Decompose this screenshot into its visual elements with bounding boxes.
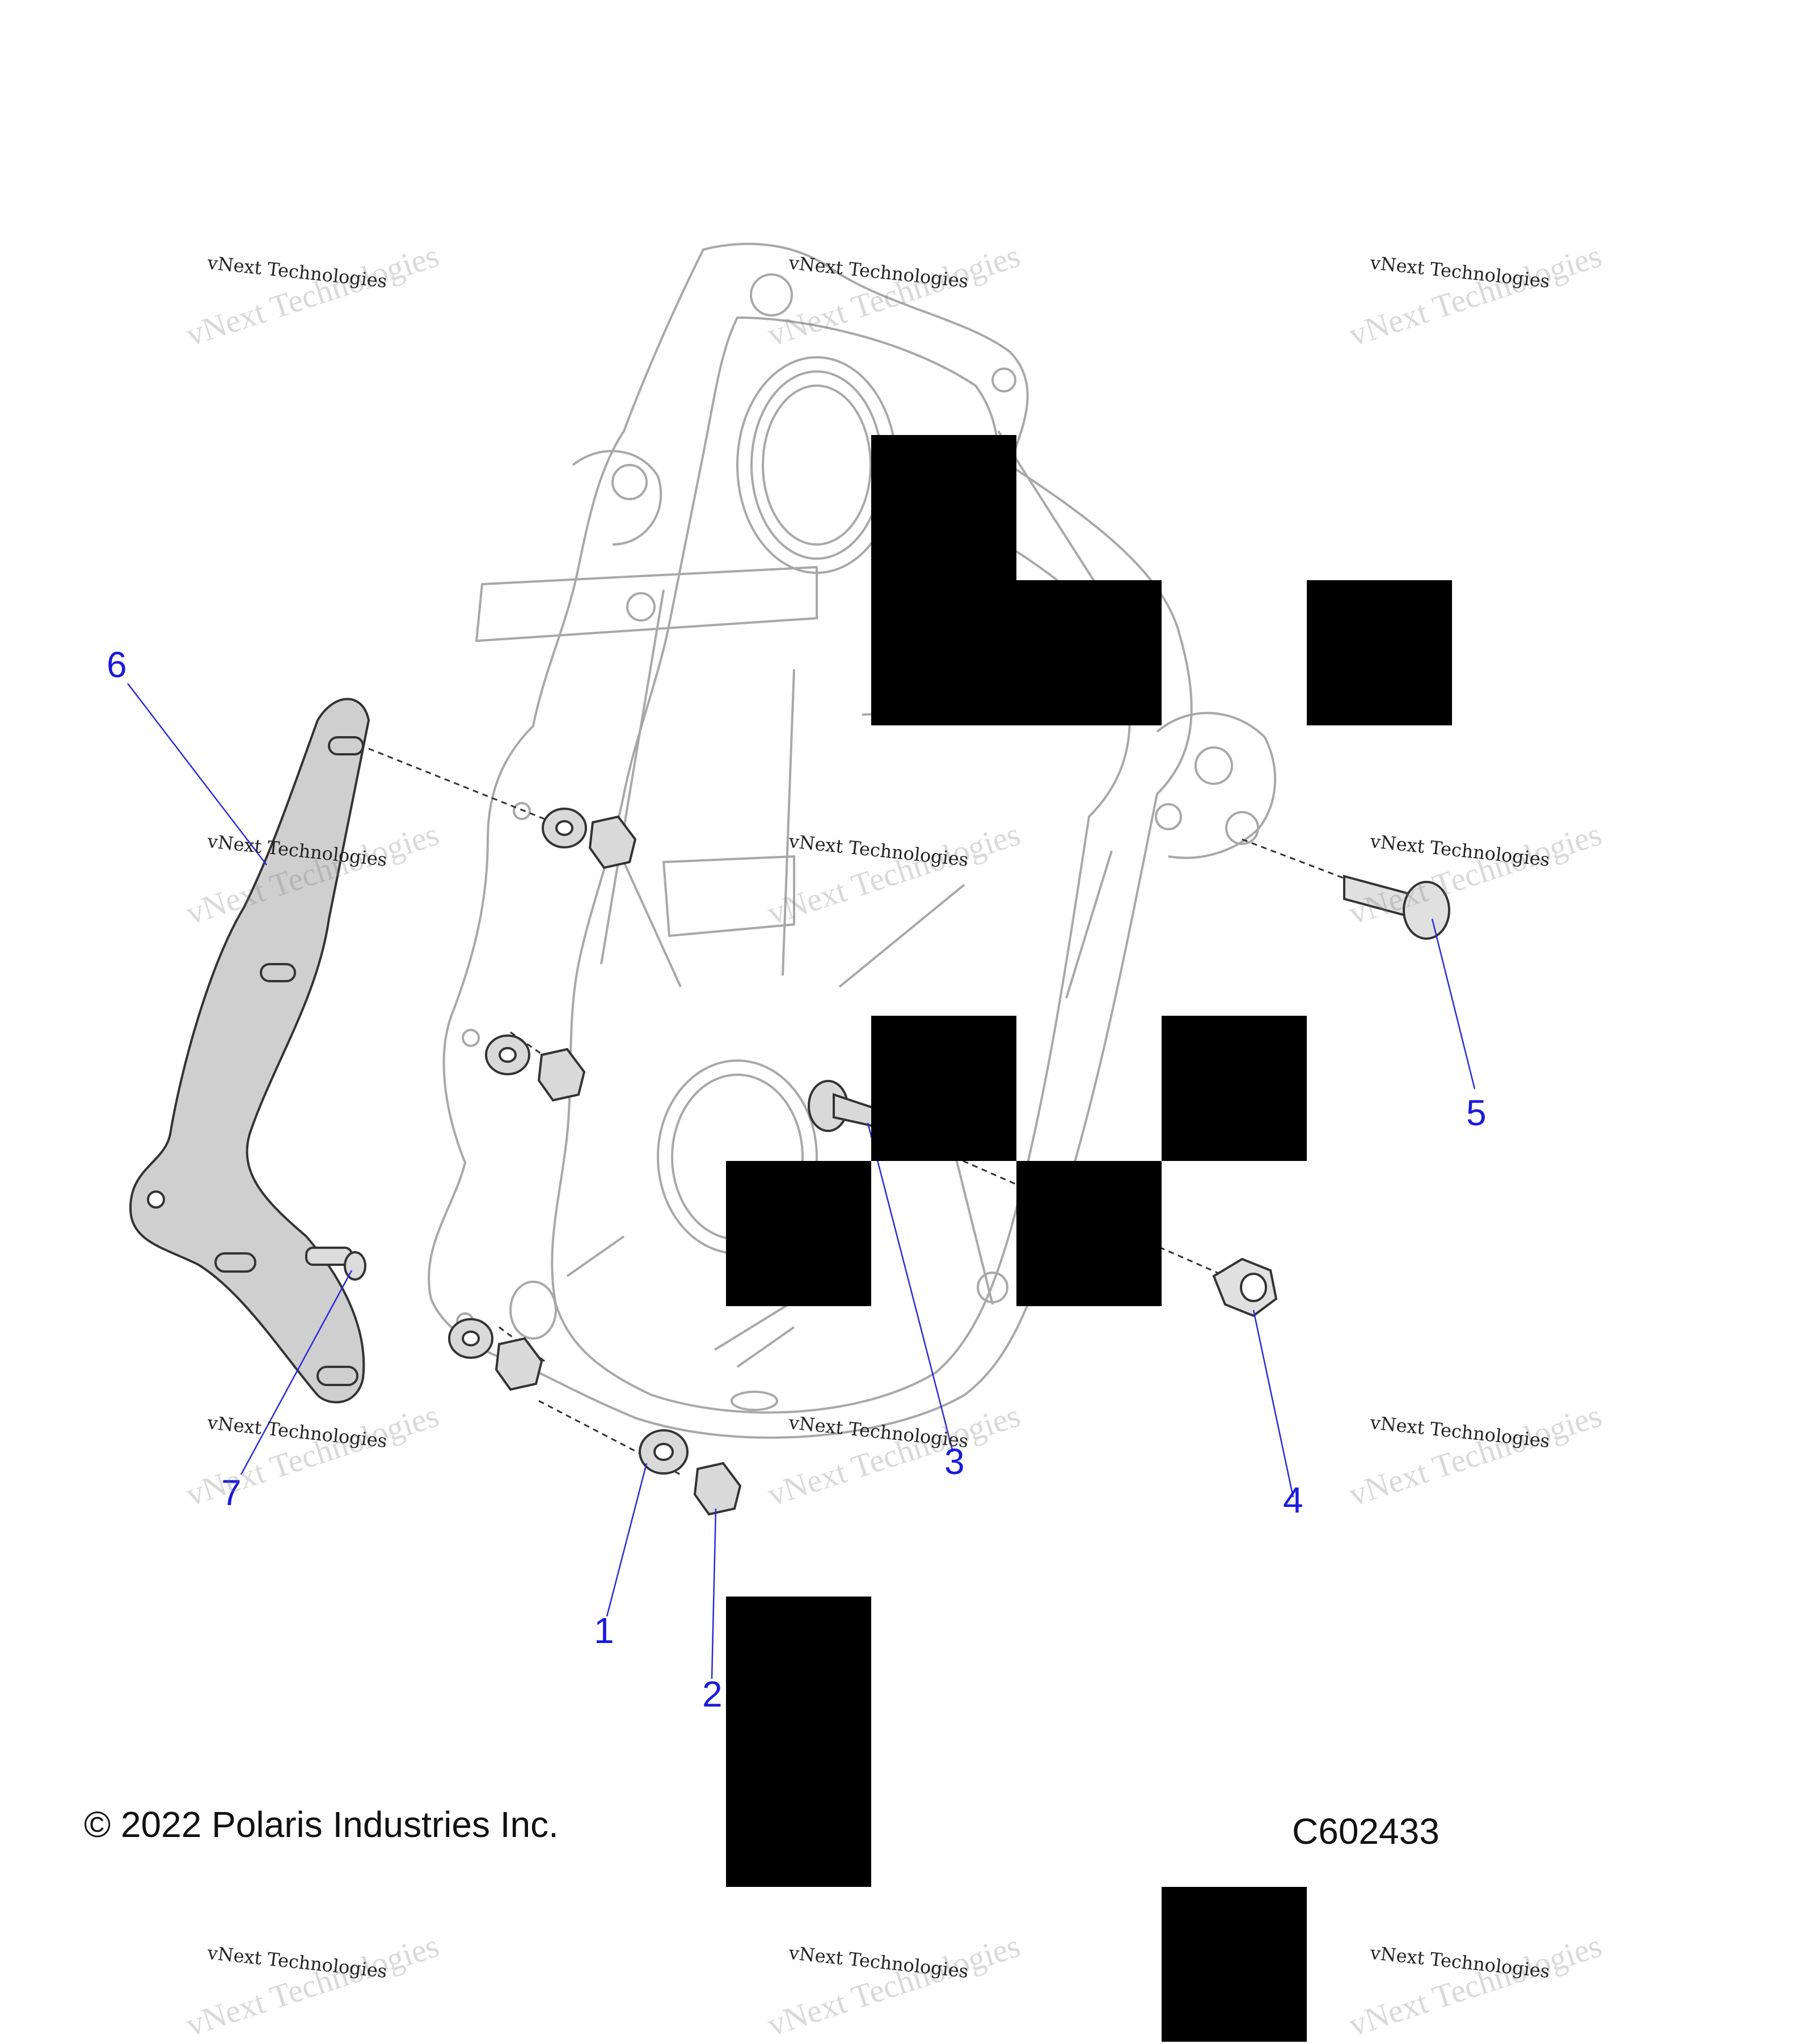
copyright-text: © 2022 Polaris Industries Inc. [84,1804,559,1845]
bracket-part-6 [129,698,370,1404]
redaction-block [1307,580,1452,725]
leader-7 [240,1270,353,1475]
figure-code: C602433 [1292,1811,1440,1852]
callout-3: 3 [944,1441,965,1482]
redaction-block [726,1597,871,1887]
callout-4: 4 [1283,1480,1303,1521]
callout-1: 1 [594,1610,614,1651]
leader-3 [867,1122,954,1452]
redaction-block [726,1161,871,1306]
redaction-block [1162,1016,1307,1161]
leader-1 [606,1463,648,1617]
leader-4 [1252,1310,1294,1498]
callout-6: 6 [107,644,127,685]
redaction-block [1162,1887,1307,2042]
leader-5 [1431,918,1476,1089]
redaction-block [1016,580,1162,725]
callout-2: 2 [702,1674,723,1714]
redaction-block [871,435,1016,725]
callout-5: 5 [1466,1092,1487,1133]
leader-2 [711,1508,717,1679]
redaction-block [871,1016,1016,1161]
callout-7: 7 [221,1472,242,1513]
leader-6 [127,683,267,865]
redaction-block [1016,1161,1162,1306]
